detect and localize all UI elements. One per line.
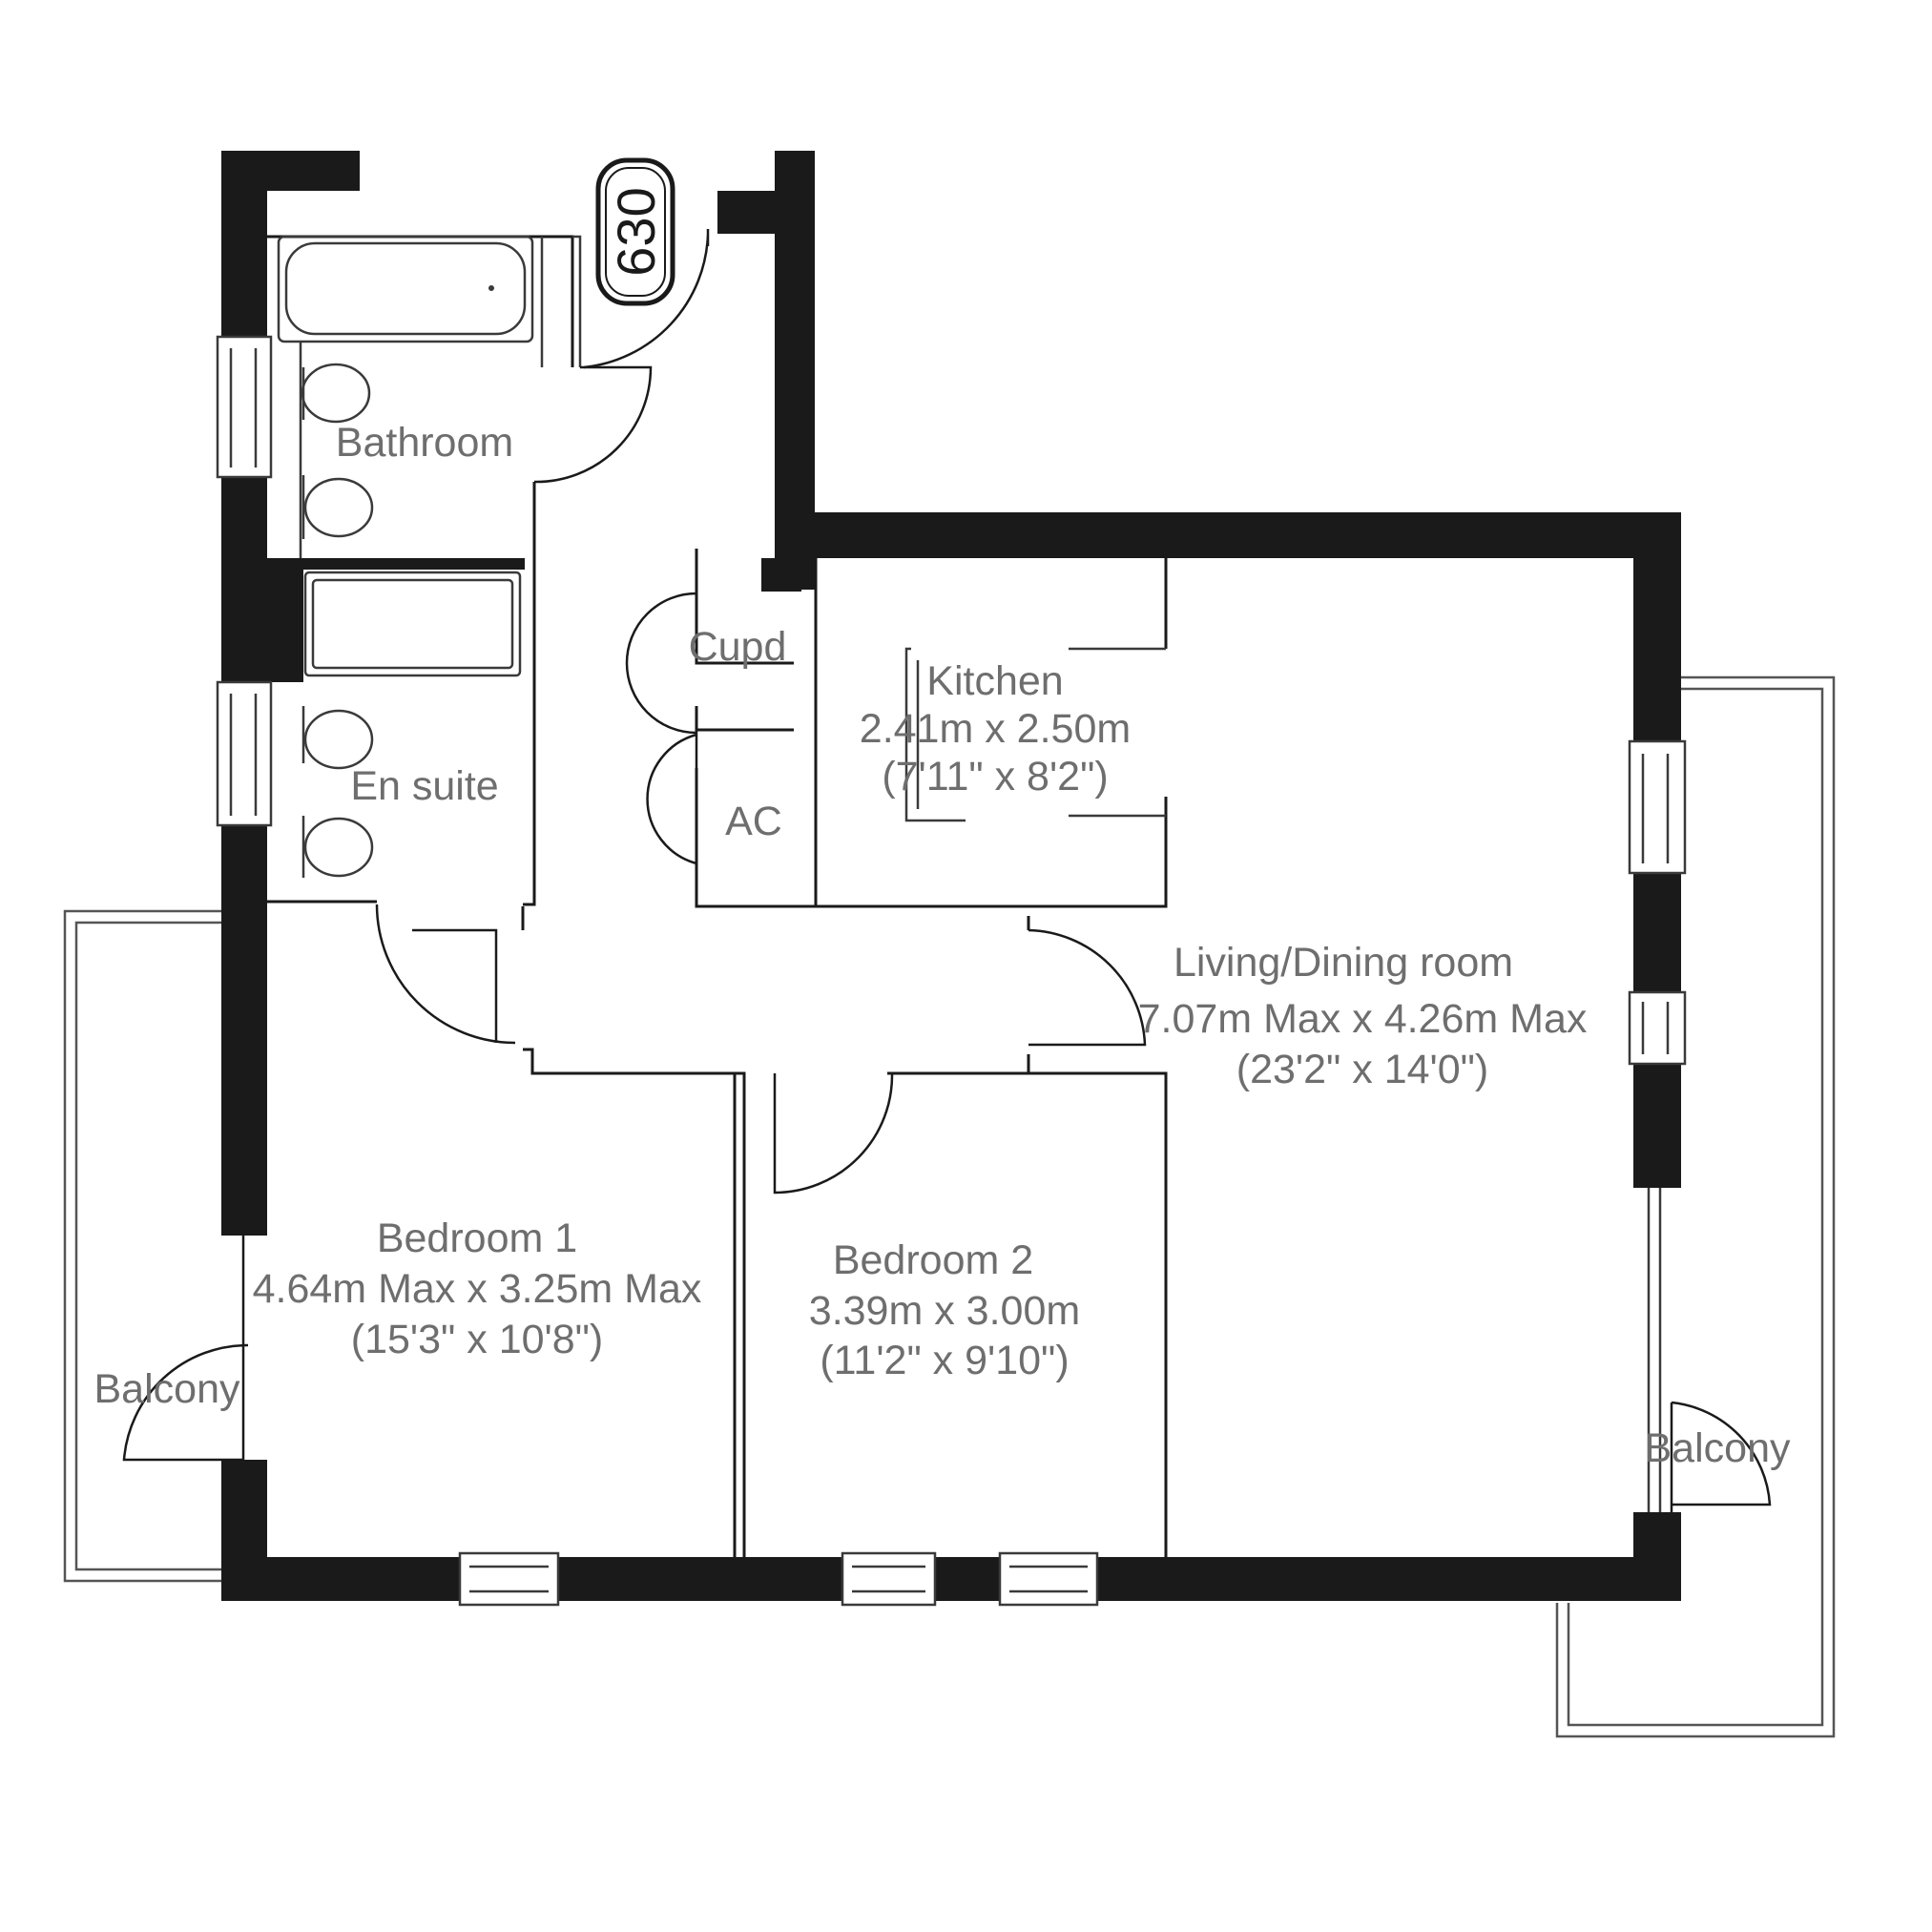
kitchen-imperial: (7'11" x 8'2") <box>882 754 1108 800</box>
ensuite-shower-tray-icon <box>303 571 522 677</box>
bedroom2-metric: 3.39m x 3.00m <box>809 1288 1080 1334</box>
kitchen-name: Kitchen <box>926 658 1063 704</box>
balcony-right-label: Balcony <box>1645 1425 1791 1471</box>
cupd-label: Cupd <box>689 624 787 670</box>
bathroom-label: Bathroom <box>336 420 513 466</box>
balcony-left-label: Balcony <box>94 1366 240 1412</box>
bedroom2-imperial: (11'2" x 9'10") <box>820 1338 1069 1383</box>
interior-walls <box>267 235 1168 1557</box>
bedroom2-name: Bedroom 2 <box>833 1237 1033 1283</box>
balcony-left-outline <box>63 909 221 1583</box>
bedroom1-imperial: (15'3" x 10'8") <box>351 1317 603 1362</box>
en-suite-label: En suite <box>350 763 498 809</box>
kitchen-metric: 2.41m x 2.50m <box>860 706 1131 752</box>
bath-tub-icon <box>277 235 534 343</box>
bedroom1-name: Bedroom 1 <box>377 1215 577 1261</box>
ensuite-basin-icon <box>301 706 374 770</box>
ensuite-toilet-icon <box>301 816 374 878</box>
living-metric: 7.07m Max x 4.26m Max <box>1138 996 1588 1042</box>
bedroom1-metric: 4.64m Max x 3.25m Max <box>253 1266 702 1312</box>
exterior-walls <box>221 151 1681 1601</box>
unit-number: 630 <box>606 187 666 276</box>
balcony-right-outline <box>1555 675 1836 1738</box>
windows <box>216 335 1687 1607</box>
door-swings <box>122 229 1772 1512</box>
bathroom-toilet-icon <box>301 475 374 539</box>
bathroom-screen <box>299 235 582 558</box>
ac-label: AC <box>725 799 782 844</box>
living-imperial: (23'2" x 14'0") <box>1236 1047 1488 1092</box>
living-name: Living/Dining room <box>1174 940 1513 986</box>
unit-number-badge: 630 <box>595 157 675 306</box>
kitchen-counters <box>904 647 1166 822</box>
bathroom-basin-icon <box>301 363 371 424</box>
